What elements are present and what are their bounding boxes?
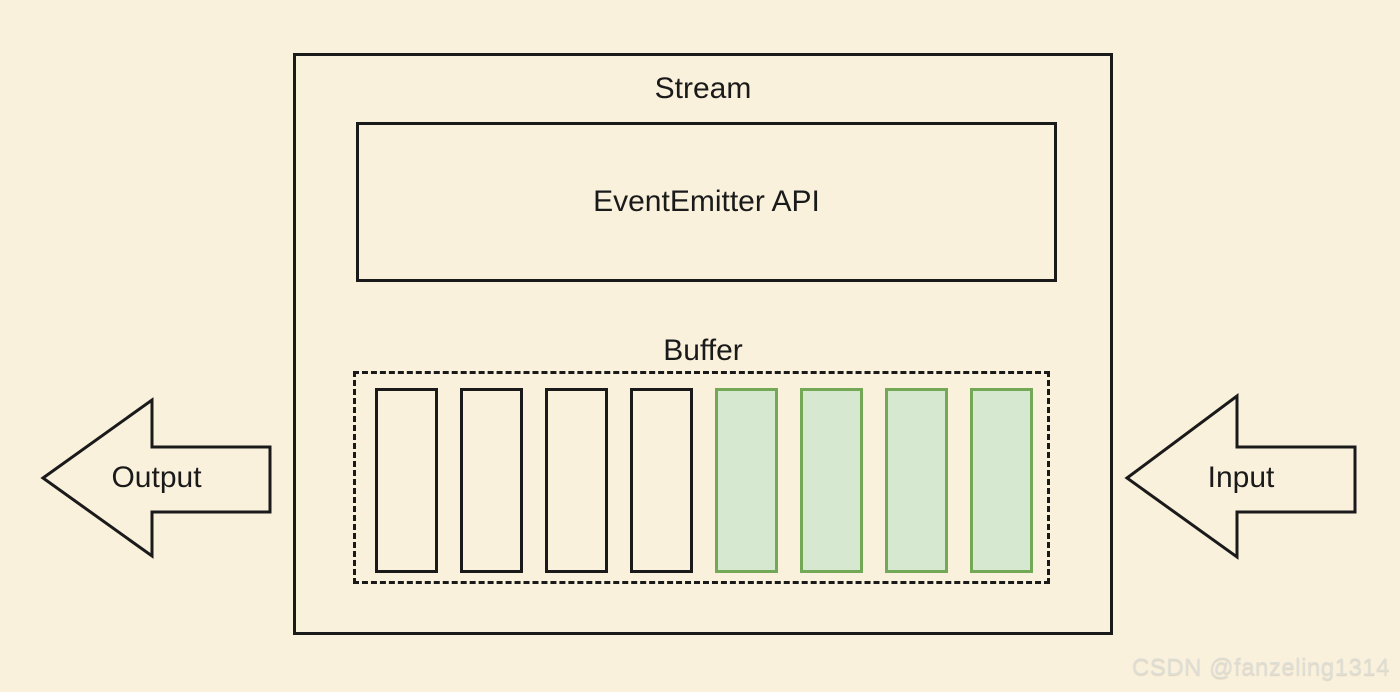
buffer-cell-filled (885, 388, 948, 573)
input-arrow-shape (1124, 393, 1357, 560)
buffer-cell-empty (460, 388, 523, 573)
event-emitter-label: EventEmitter API (593, 185, 820, 218)
output-arrow-shape (40, 397, 272, 559)
buffer-cell-empty (375, 388, 438, 573)
buffer-cell-filled (800, 388, 863, 573)
output-arrow: Output (40, 395, 273, 563)
buffer-cell-filled (715, 388, 778, 573)
buffer-cell-empty (630, 388, 693, 573)
input-arrow: Input (1124, 393, 1358, 561)
buffer-label: Buffer (663, 334, 743, 367)
stream-box: Stream EventEmitter API Buffer (293, 53, 1113, 635)
input-label: Input (1207, 461, 1275, 494)
buffer-cell-empty (545, 388, 608, 573)
buffer-box (353, 371, 1050, 584)
event-emitter-box: EventEmitter API (356, 122, 1057, 282)
output-label: Output (111, 461, 202, 494)
buffer-cells (375, 388, 1033, 573)
stream-title: Stream (654, 72, 752, 105)
buffer-cell-filled (970, 388, 1033, 573)
left-arrow-icon (40, 397, 272, 559)
watermark: CSDN @fanzeling1314 (1132, 654, 1390, 681)
left-arrow-icon (1124, 393, 1357, 560)
